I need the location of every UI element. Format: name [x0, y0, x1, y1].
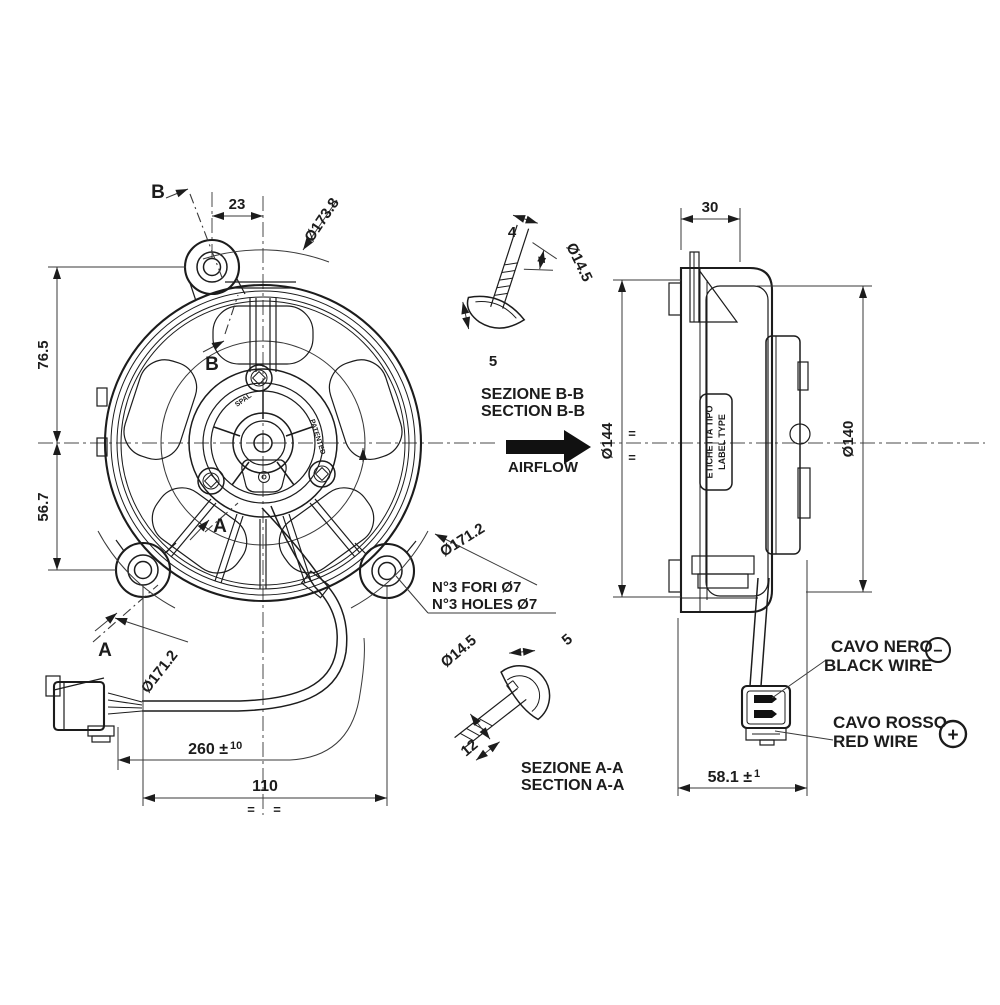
hub-screw-top — [245, 364, 273, 392]
hub-cable-boss — [241, 459, 287, 493]
minus-sign: − — [933, 643, 942, 660]
cable-connector-side — [740, 684, 792, 746]
section-b-letter-inner: B — [205, 354, 219, 375]
plus-polarity-icon — [938, 719, 968, 749]
dim-aa-5: 5 — [559, 631, 576, 649]
hub-screw-right — [308, 460, 336, 488]
dia-173-8: Ø173.8 — [301, 195, 343, 245]
section-bb-detail: 4 5 Ø14.5 SEZIONE B-B SECTION B-B — [461, 214, 596, 420]
plus-sign: + — [947, 725, 958, 746]
hub-patented-text: PATENTED — [308, 418, 326, 455]
section-aa-title-en: SECTION A-A — [521, 777, 625, 794]
fan-blades — [123, 305, 403, 574]
dia-140: Ø140 — [840, 421, 857, 458]
connector-terminal-black — [754, 695, 777, 703]
symmetry-mark-bottom-side: = — [628, 450, 636, 465]
dim-aa-dia: Ø14.5 — [438, 632, 480, 671]
label-tag-line2: LABEL TYPE — [717, 414, 727, 470]
label-tag: ETICHETTA TIPO LABEL TYPE — [699, 393, 733, 491]
symmetry-mark-top-side: = — [628, 426, 636, 441]
cable-connector-front — [45, 675, 115, 743]
motor-hub: SPAL PATENTED — [188, 364, 338, 518]
dia-171-2-left: Ø171.2 — [138, 647, 182, 696]
mounting-tab-bottom-right — [354, 540, 417, 600]
dim-23: 23 — [229, 196, 246, 213]
airflow-arrow-icon — [506, 430, 591, 464]
fan-side-view: ETICHETTA TIPO LABEL TYPE — [668, 251, 811, 746]
section-bb-title-it: SEZIONE B-B — [481, 386, 584, 403]
black-wire-label-it: CAVO NERO — [831, 637, 933, 656]
dia-144: Ø144 — [599, 422, 616, 459]
outer-diameter-arc — [202, 249, 330, 263]
section-a-letter-inner: A — [213, 516, 227, 537]
dim-bb-dia: Ø14.5 — [562, 240, 595, 284]
dim-bb-5: 5 — [489, 353, 497, 370]
dim-58-1: 58.1 ± — [708, 769, 753, 786]
dim-58-1-tol: 1 — [754, 768, 760, 780]
section-aa-detail: Ø14.5 5 12 SEZIONE A-A SECTION A-A — [438, 631, 625, 794]
minus-polarity-icon — [925, 637, 951, 663]
dim-30: 30 — [702, 199, 719, 216]
wire-labels: CAVO NERO BLACK WIRE − CAVO ROSSO RED WI… — [771, 637, 968, 751]
red-wire-label-en: RED WIRE — [833, 732, 918, 751]
fan-front-view: SPAL PATENTED — [96, 238, 429, 609]
bolt-circle-arc-left — [97, 530, 176, 609]
dim-260: 260 ± — [188, 741, 228, 758]
red-wire-label-it: CAVO ROSSO — [833, 713, 947, 732]
symmetry-mark-left: = — [247, 802, 255, 817]
holes-note-line1: N°3 FORI Ø7 — [432, 579, 521, 596]
airflow-indicator: AIRFLOW — [506, 430, 591, 476]
airflow-label: AIRFLOW — [508, 459, 579, 476]
dia-171-2-right: Ø171.2 — [437, 520, 488, 560]
side-dimensions: 30 Ø144 = = Ø140 58.1 ± 1 — [599, 199, 872, 796]
holes-note-line2: N°3 HOLES Ø7 — [432, 596, 537, 613]
dim-260-tol: 10 — [230, 740, 242, 752]
section-b-letter-top: B — [151, 182, 165, 203]
dim-56-7: 56.7 — [35, 492, 52, 521]
hub-screw-left — [197, 467, 225, 495]
section-aa-title-it: SEZIONE A-A — [521, 760, 624, 777]
bolt-circle-arc-right — [350, 530, 429, 609]
motor-side-profile — [765, 335, 811, 555]
dim-76-5: 76.5 — [35, 340, 52, 369]
power-cable-front — [45, 505, 348, 743]
section-a-letter-bottom: A — [98, 640, 112, 661]
section-bb-title-en: SECTION B-B — [481, 403, 585, 420]
label-tag-line1: ETICHETTA TIPO — [705, 406, 715, 479]
shroud-struts — [165, 298, 361, 589]
symmetry-mark-right: = — [273, 802, 281, 817]
front-dimensions: 76.5 56.7 23 Ø173.8 B B A A Ø171.2 Ø171.… — [35, 182, 556, 817]
dim-bb-4: 4 — [508, 224, 517, 241]
dim-110: 110 — [252, 778, 278, 795]
dim-aa-12: 12 — [458, 736, 482, 760]
cable-clip — [300, 570, 331, 599]
connector-terminal-red — [754, 710, 777, 718]
black-wire-label-en: BLACK WIRE — [824, 656, 933, 675]
